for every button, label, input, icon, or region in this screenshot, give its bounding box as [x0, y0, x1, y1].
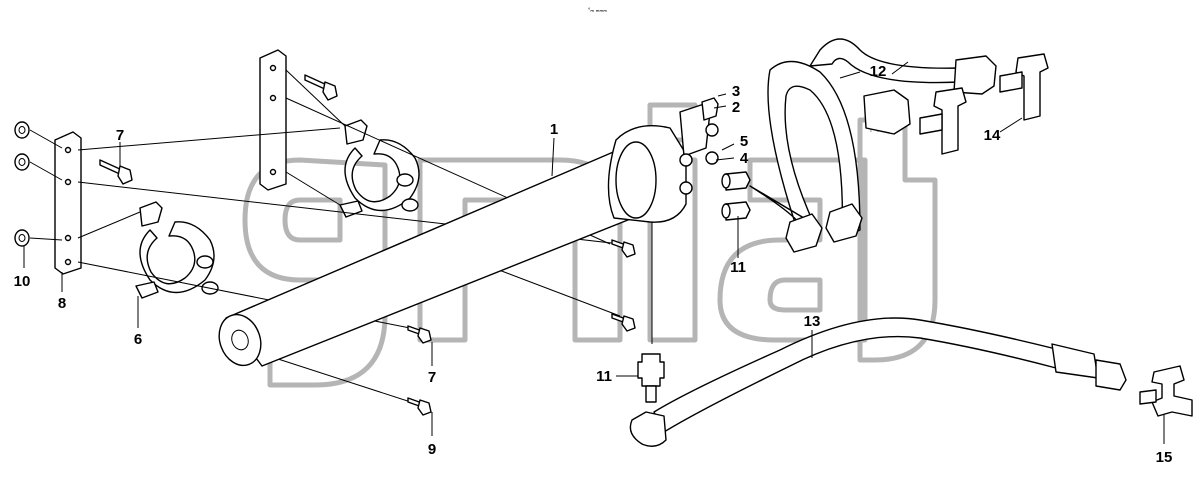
- header-mark: °ₘ ₘₘₘ: [588, 8, 607, 14]
- callout-13: 13: [804, 313, 821, 330]
- fitting-11-lower: [637, 353, 665, 403]
- callout-7-right: 7: [428, 369, 436, 386]
- callout-3: 3: [732, 83, 740, 100]
- clamp-upper: [339, 119, 420, 218]
- callout-15: 15: [1156, 449, 1173, 466]
- tee-fittings-14: [919, 53, 1049, 155]
- callout-5: 5: [740, 133, 748, 150]
- callout-8: 8: [58, 295, 66, 312]
- callout-14: 14: [984, 127, 1001, 144]
- bolt-7-left: [99, 159, 133, 185]
- callout-4: 4: [740, 150, 749, 167]
- callout-10: 10: [14, 273, 31, 290]
- callout-labels: 1 2 3 4 5 6 7 7 8 9 10 11 11 12 13 14 15: [14, 63, 1173, 466]
- receiver-drier-1: [218, 97, 719, 367]
- callout-6: 6: [134, 331, 142, 348]
- fittings-11-upper: [721, 171, 751, 221]
- leader-lines: [23, 61, 1165, 444]
- washers-10: [14, 121, 63, 247]
- callout-9: 9: [428, 441, 436, 458]
- bolts-right: [407, 239, 636, 416]
- bolt-upper: [304, 74, 338, 101]
- clamp-6-left: [135, 201, 219, 299]
- callout-1: 1: [550, 121, 558, 138]
- bracket-plate-8: [54, 131, 82, 275]
- bracket-plate-upper: [259, 49, 287, 191]
- hose-13: [629, 317, 1127, 447]
- callout-2: 2: [732, 99, 740, 116]
- tee-fitting-15: [1139, 365, 1193, 417]
- callout-11-lower: 11: [596, 368, 612, 385]
- callout-7-left: 7: [116, 127, 124, 144]
- callout-12: 12: [870, 63, 887, 80]
- hose-12: [749, 38, 997, 253]
- callout-11-upper: 11: [730, 259, 746, 276]
